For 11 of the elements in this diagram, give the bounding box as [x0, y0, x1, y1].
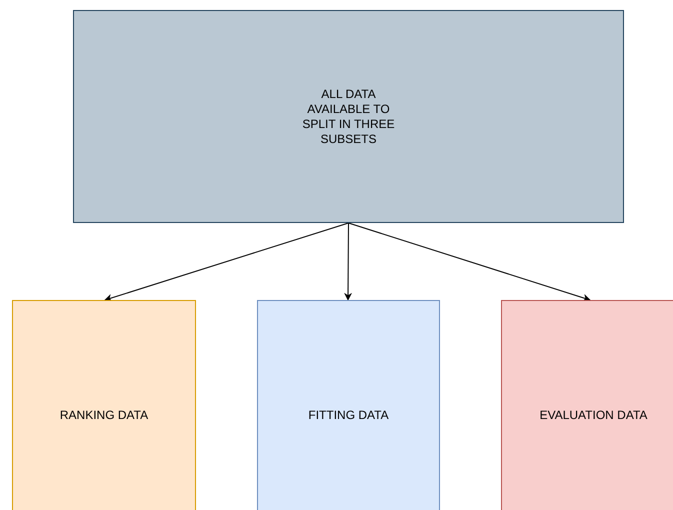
process-box [501, 300, 673, 510]
arrow [104, 222, 349, 302]
box-label: EVALUATION DATA [540, 408, 648, 422]
process-box [12, 300, 196, 510]
box-label: ALL DATA AVAILABLE TO SPLIT IN THREE SUBSETS [301, 86, 396, 146]
process-box [257, 300, 440, 510]
arrow [348, 222, 591, 302]
box-label: FITTING DATA [308, 408, 389, 422]
process-box [73, 10, 624, 223]
box-label: RANKING DATA [60, 408, 148, 422]
arrow [344, 222, 352, 301]
